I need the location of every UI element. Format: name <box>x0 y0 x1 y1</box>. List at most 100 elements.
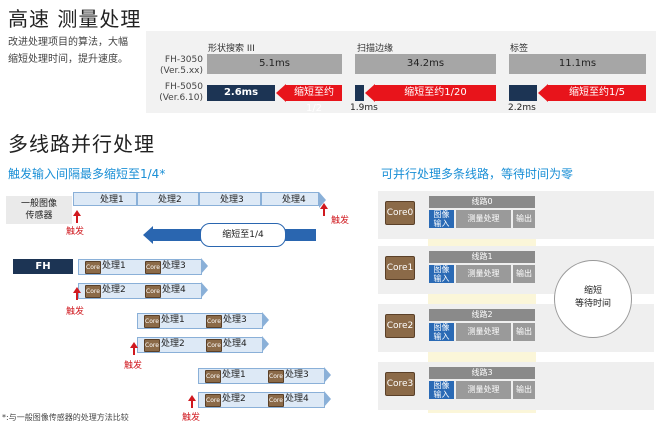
row-fh3050: FH-3050 (Ver.5.xx) <box>150 55 203 77</box>
section-title-parallel: 多线路并行处理 <box>8 132 155 156</box>
image-input-box: 图像 输入 <box>429 265 454 283</box>
trigger-arrow-head <box>73 210 81 216</box>
sensor-step-1-label: 处理1 <box>100 195 124 205</box>
new-time-bar-2 <box>355 85 364 101</box>
intro-line-2: 缩短处理时间，提升速度。 <box>8 54 128 65</box>
reduce-arrow-tip-2 <box>365 84 375 102</box>
image-input-box: 图像 输入 <box>429 210 454 228</box>
fh-step-tip <box>262 336 269 352</box>
fh-step-label: 处理3 <box>223 315 247 325</box>
fh-step-label: 处理3 <box>162 261 186 271</box>
output-box: 输出 <box>513 381 535 399</box>
core-chip-large: Core0 <box>385 201 415 225</box>
new-time-bar-3 <box>509 85 537 101</box>
fh-label: FH <box>13 259 73 274</box>
core-chip-large: Core2 <box>385 314 415 338</box>
row-fh5050: FH-5050 (Ver.6.10) <box>150 82 203 104</box>
intro-text: 改进处理项目的算法，大幅 缩短处理时间，提升速度。 <box>8 34 128 68</box>
sensor-label: 一般图像 传感器 <box>6 196 72 224</box>
fh-step-label: 处理3 <box>285 370 309 380</box>
sensor-step-end-tip <box>319 192 326 208</box>
output-box: 输出 <box>513 210 535 228</box>
reduce-box: 缩短至1/4 <box>200 223 286 247</box>
sensor-label-text: 一般图像 传感器 <box>20 199 57 221</box>
sensor-step-4-label: 处理4 <box>282 195 306 205</box>
trigger-arrow-head <box>320 203 328 209</box>
core-chip: Core <box>85 285 101 298</box>
lane-header: 线路1 <box>429 251 535 263</box>
core-chip: Core <box>205 394 221 407</box>
reduce-arrow-tip-3 <box>538 84 548 102</box>
new-time-label-2: 1.9ms <box>350 103 378 113</box>
trigger-arrow-stem <box>76 292 78 300</box>
old-time-bar-1: 5.1ms <box>207 54 342 74</box>
trigger-arrow-head <box>73 287 81 293</box>
measure-box: 测量处理 <box>456 265 511 283</box>
core-chip-large: Core1 <box>385 256 415 280</box>
reduce-label-3: 缩短至约1/5 <box>548 85 646 101</box>
fh-step-label: 处理2 <box>102 285 126 295</box>
core-chip-large: Core3 <box>385 372 415 396</box>
image-input-label: 图像 输入 <box>433 323 450 341</box>
reduce-box-label: 缩短至1/4 <box>222 230 264 240</box>
fh-step-label: 处理1 <box>222 370 246 380</box>
new-time-bar-1: 2.6ms <box>207 85 275 101</box>
trigger-arrow-head <box>188 395 196 401</box>
trigger-label: 触发 <box>124 361 143 371</box>
core-chip: Core <box>145 285 161 298</box>
trigger-arrow-stem <box>76 215 78 223</box>
lane-header: 线路3 <box>429 367 535 379</box>
measure-box: 测量处理 <box>456 323 511 341</box>
trigger-label: 触发 <box>66 227 85 237</box>
image-input-label: 图像 输入 <box>433 265 450 283</box>
intro-line-1: 改进处理项目的算法，大幅 <box>8 37 128 48</box>
core-chip: Core <box>144 315 160 328</box>
sensor-steps: 处理1 处理2 处理3 处理4 <box>73 192 326 208</box>
new-time-label-3: 2.2ms <box>508 103 536 113</box>
core-chip: Core <box>206 339 222 352</box>
reduce-label-1: 缩短至约1/2 <box>286 85 342 114</box>
sensor-step-3: 处理3 <box>199 192 261 206</box>
fh-step-tip <box>201 258 208 274</box>
old-time-bar-2: 34.2ms <box>355 54 496 74</box>
core-chip: Core <box>268 370 284 383</box>
col-shape-search: 形状搜索 III <box>208 44 255 54</box>
left-subtitle: 触发输入间隔最多缩短至1/4* <box>8 167 166 181</box>
fh-step-label: 处理1 <box>161 315 185 325</box>
col-label: 标签 <box>510 44 529 54</box>
image-input-label: 图像 输入 <box>433 210 450 228</box>
lane-header: 线路2 <box>429 309 535 321</box>
fh-step-tip <box>324 391 331 407</box>
core-chip: Core <box>144 339 160 352</box>
ver-fh5050: (Ver.6.10) <box>159 93 203 103</box>
fh-step-label: 处理2 <box>161 339 185 349</box>
page-title: 高速 测量处理 <box>8 7 142 31</box>
trigger-label: 触发 <box>182 413 201 423</box>
reduce-label-2: 缩短至约1/20 <box>375 85 496 101</box>
output-box: 输出 <box>513 265 535 283</box>
image-input-box: 图像 输入 <box>429 381 454 399</box>
fh-step-label: 处理1 <box>102 261 126 271</box>
fh-step-tip <box>262 312 269 328</box>
output-box: 输出 <box>513 323 535 341</box>
right-subtitle: 可并行处理多条线路，等待时间为零 <box>381 167 574 181</box>
model-fh3050: FH-3050 <box>164 55 203 65</box>
image-input-label: 图像 输入 <box>433 381 450 399</box>
core-chip: Core <box>145 261 161 274</box>
col-scan-edge: 扫描边缘 <box>357 44 394 54</box>
measure-box: 测量处理 <box>456 381 511 399</box>
lane-header: 线路0 <box>429 196 535 208</box>
fh-step-label: 处理4 <box>223 339 247 349</box>
sensor-step-4: 处理4 <box>261 192 319 206</box>
circle-wait-time: 缩短 等待时间 <box>554 260 632 338</box>
reduce-arrow-tip-1 <box>276 84 286 102</box>
sensor-step-2-label: 处理2 <box>158 195 182 205</box>
trigger-arrow-stem <box>191 400 193 408</box>
image-input-box: 图像 输入 <box>429 323 454 341</box>
fh-step-tip <box>324 367 331 383</box>
model-fh5050: FH-5050 <box>164 82 203 92</box>
sensor-step-3-label: 处理3 <box>220 195 244 205</box>
core-chip: Core <box>205 370 221 383</box>
trigger-label: 触发 <box>331 216 350 226</box>
trigger-arrow-stem <box>323 208 325 216</box>
